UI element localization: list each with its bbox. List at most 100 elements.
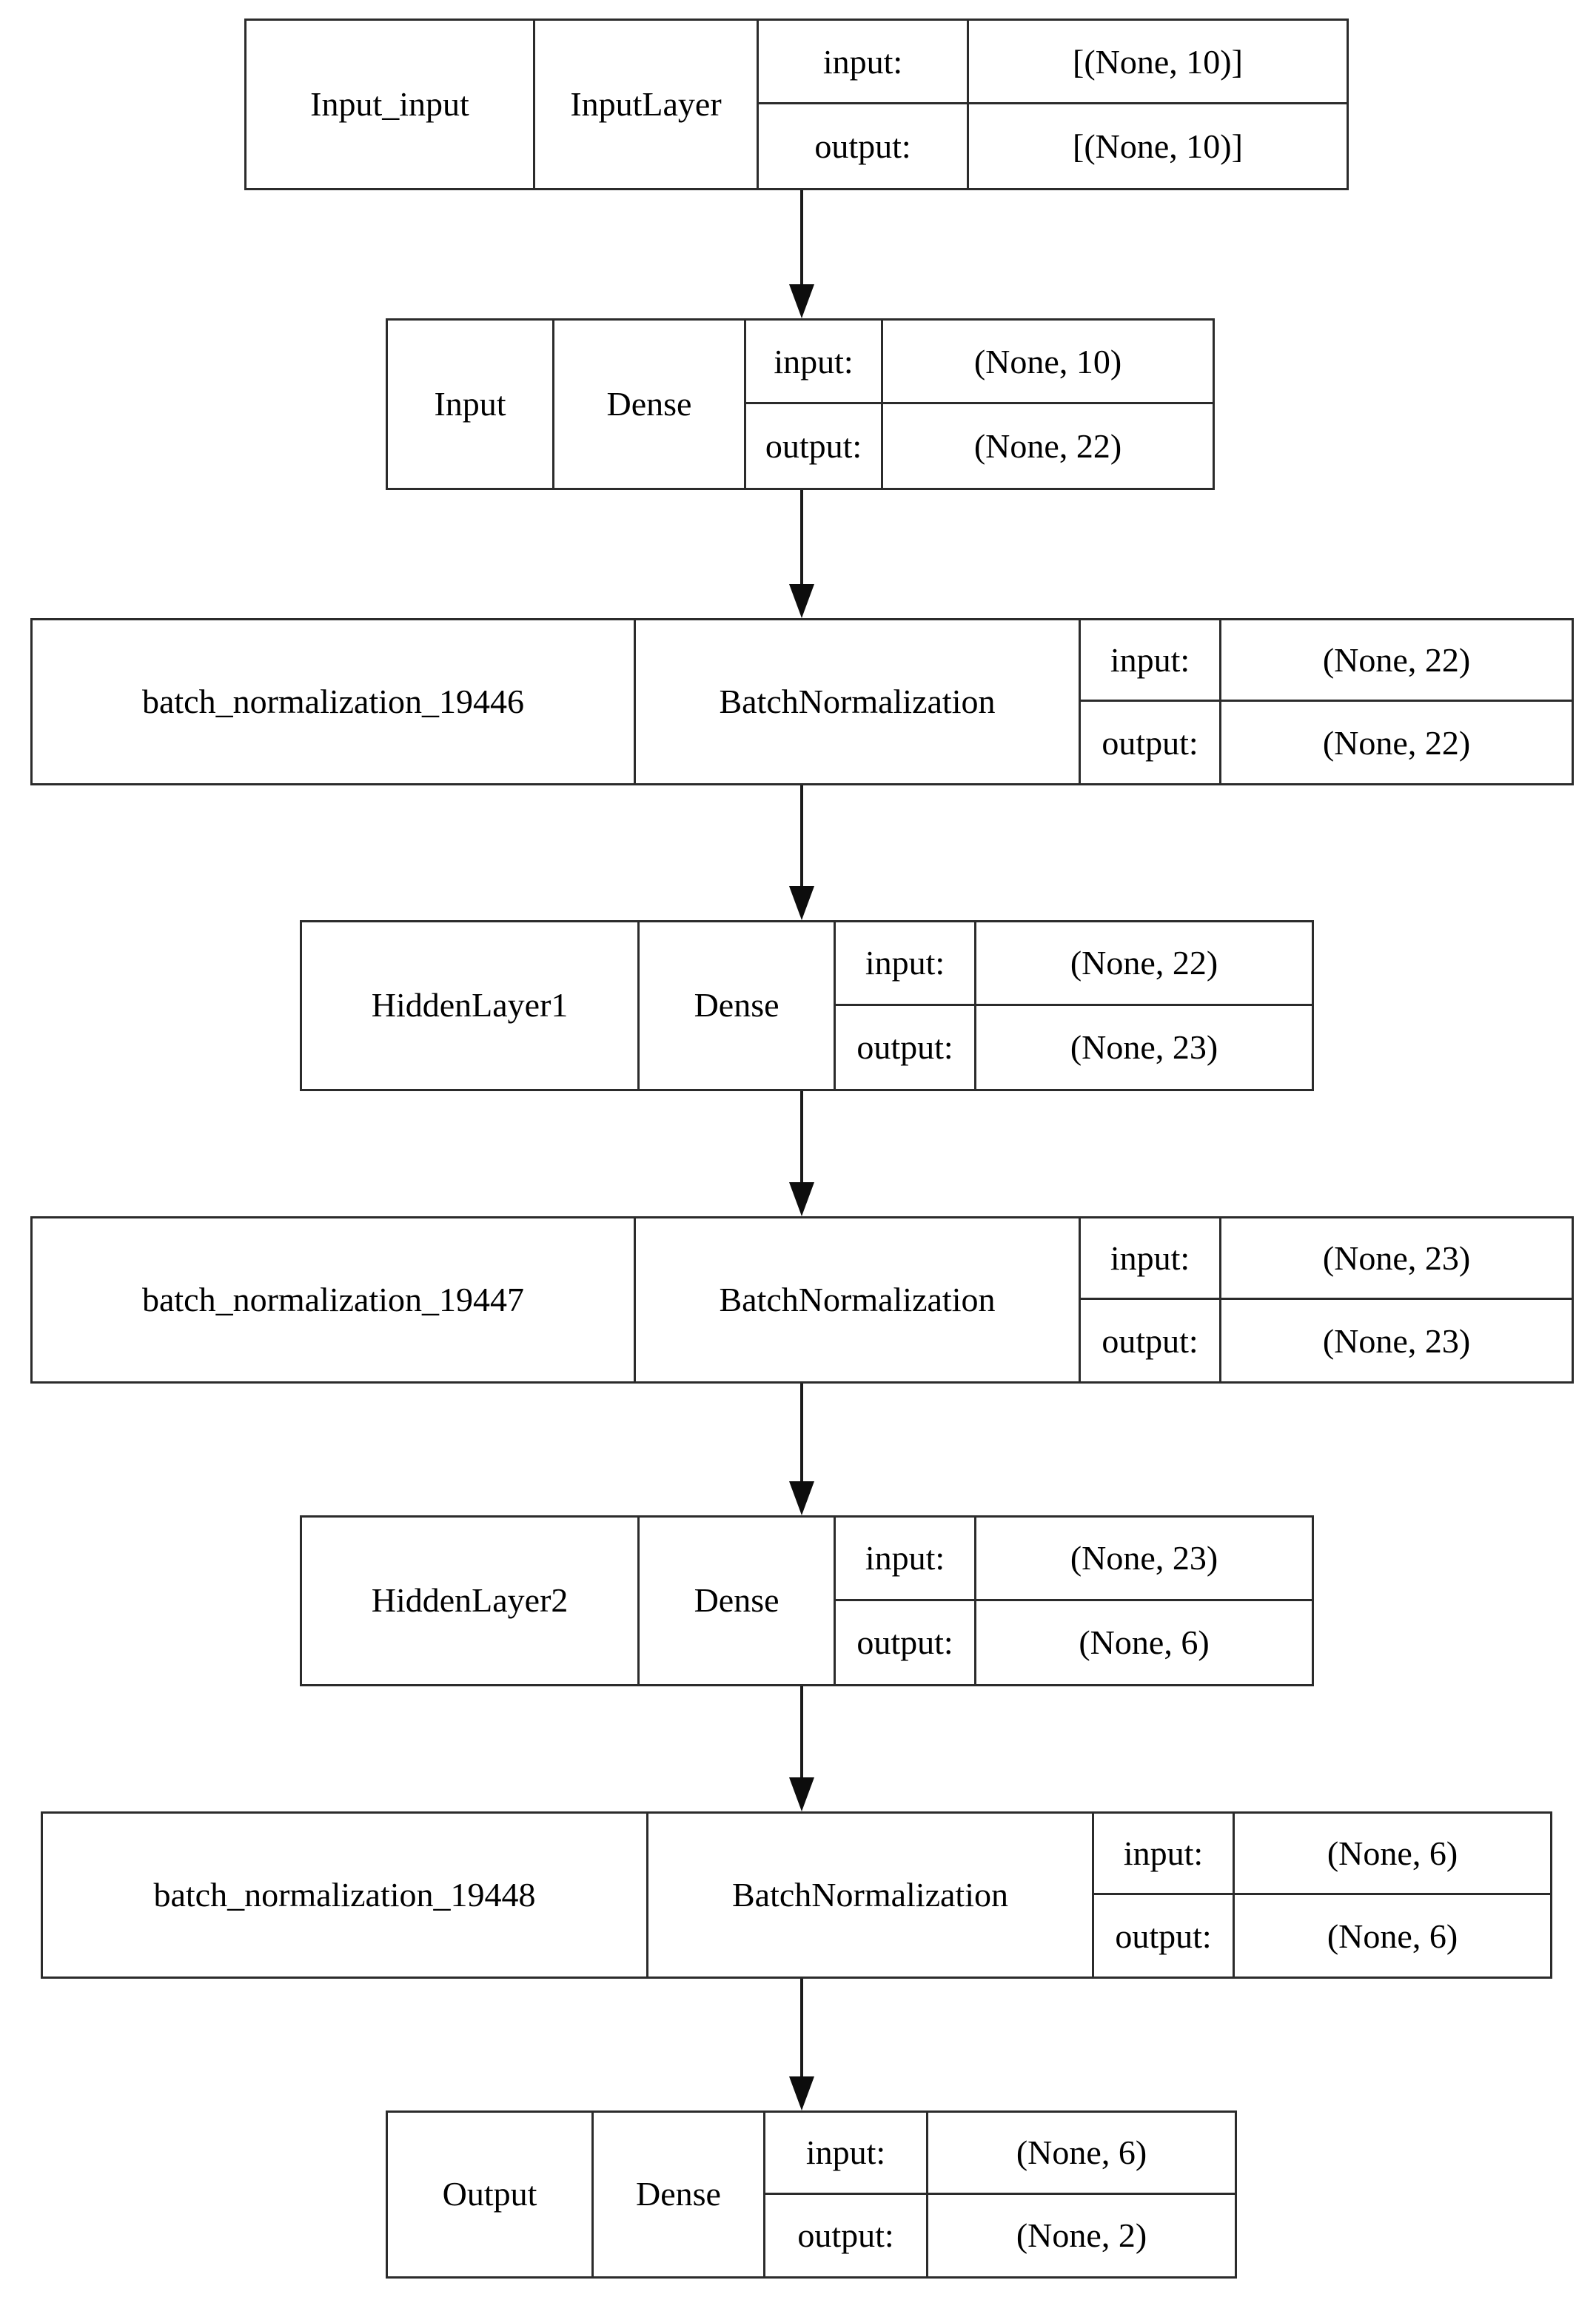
input-label: input:: [1081, 1218, 1221, 1298]
layer-name: batch_normalization_19448: [43, 1814, 648, 1977]
output-label: output:: [1094, 1895, 1235, 1977]
output-label: output:: [836, 1600, 976, 1684]
output-label: output:: [1081, 1300, 1221, 1381]
input-label: input:: [836, 1518, 976, 1599]
arrowhead-icon: [789, 284, 814, 318]
layer-node-hiddenlayer1[interactable]: HiddenLayer1 Dense input: (None, 22) out…: [300, 920, 1314, 1091]
layer-io-table: input: (None, 23) output: (None, 23): [1081, 1218, 1572, 1381]
layer-type: Dense: [594, 2113, 765, 2276]
layer-io-input-row: input: (None, 23): [1081, 1218, 1572, 1300]
layer-type: Dense: [554, 321, 746, 488]
layer-type: BatchNormalization: [636, 620, 1081, 783]
layer-name: batch_normalization_19447: [33, 1218, 636, 1381]
layer-name: Output: [388, 2113, 594, 2276]
edge-line: [800, 785, 803, 886]
layer-node-input-input[interactable]: Input_input InputLayer input: [(None, 10…: [244, 19, 1349, 190]
layer-io-input-row: input: (None, 6): [765, 2113, 1235, 2195]
output-shape-value: (None, 2): [1016, 2216, 1147, 2255]
output-shape-value: (None, 6): [1079, 1623, 1210, 1662]
layer-node-batch-normalization-19447[interactable]: batch_normalization_19447 BatchNormaliza…: [30, 1216, 1574, 1384]
input-shape-value: (None, 22): [1070, 944, 1218, 982]
output-label: output:: [765, 2194, 928, 2276]
arrowhead-icon: [789, 1182, 814, 1216]
input-shape-value: [(None, 10)]: [1073, 42, 1243, 81]
input-label: input:: [765, 2113, 928, 2193]
layer-io-output-row: output: (None, 2): [765, 2194, 1235, 2276]
layer-io-output-row: output: (None, 22): [1081, 702, 1572, 783]
output-label: output:: [1081, 702, 1221, 783]
layer-io-output-row: output: (None, 22): [746, 404, 1213, 488]
input-shape-value: (None, 6): [1327, 1834, 1458, 1872]
input-shape-value: (None, 6): [1016, 2133, 1147, 2172]
input-label: input:: [836, 922, 976, 1004]
layer-io-input-row: input: [(None, 10)]: [759, 21, 1347, 104]
input-label: input:: [1094, 1814, 1235, 1893]
layer-io-table: input: (None, 6) output: (None, 2): [765, 2113, 1235, 2276]
input-label: input:: [746, 321, 883, 402]
layer-io-output-row: output: (None, 6): [1094, 1895, 1550, 1977]
output-label: output:: [836, 1005, 976, 1089]
layer-name: Input_input: [247, 21, 535, 188]
layer-io-output-row: output: (None, 23): [836, 1005, 1312, 1089]
edge-batchnorm-19447-to-hiddenlayer2: [789, 1384, 814, 1515]
input-shape-value: (None, 23): [1322, 1239, 1471, 1277]
edge-line: [800, 1091, 803, 1182]
layer-io-table: input: (None, 6) output: (None, 6): [1094, 1814, 1550, 1977]
layer-node-input[interactable]: Input Dense input: (None, 10) output: (N…: [386, 318, 1215, 490]
layer-io-input-row: input: (None, 6): [1094, 1814, 1550, 1895]
layer-io-table: input: [(None, 10)] output: [(None, 10)]: [759, 21, 1347, 188]
layer-io-output-row: output: (None, 6): [836, 1600, 1312, 1684]
layer-io-output-row: output: (None, 23): [1081, 1300, 1572, 1381]
output-label: output:: [746, 404, 883, 488]
input-shape-value: (None, 23): [1070, 1539, 1218, 1578]
output-shape-value: (None, 23): [1322, 1321, 1471, 1360]
layer-io-table: input: (None, 22) output: (None, 23): [836, 922, 1312, 1089]
input-shape-value: (None, 22): [1322, 641, 1471, 679]
layer-io-output-row: output: [(None, 10)]: [759, 104, 1347, 188]
layer-name: batch_normalization_19446: [33, 620, 636, 783]
edge-line: [800, 490, 803, 584]
output-label: output:: [759, 104, 969, 188]
layer-node-batch-normalization-19448[interactable]: batch_normalization_19448 BatchNormaliza…: [41, 1811, 1552, 1979]
input-shape-value: (None, 10): [973, 342, 1122, 380]
edge-line: [800, 1979, 803, 2076]
edge-hiddenlayer2-to-batchnorm-19448: [789, 1686, 814, 1811]
input-label: input:: [759, 21, 969, 102]
layer-name: HiddenLayer2: [302, 1518, 640, 1684]
layer-type: Dense: [640, 922, 836, 1089]
edge-input-to-batchnorm-19446: [789, 490, 814, 618]
edge-batchnorm-19446-to-hiddenlayer1: [789, 785, 814, 920]
layer-node-output[interactable]: Output Dense input: (None, 6) output: (N…: [386, 2110, 1237, 2279]
arrowhead-icon: [789, 886, 814, 920]
edge-line: [800, 1384, 803, 1481]
layer-name: HiddenLayer1: [302, 922, 640, 1089]
output-shape-value: (None, 6): [1327, 1917, 1458, 1955]
layer-io-table: input: (None, 22) output: (None, 22): [1081, 620, 1572, 783]
output-shape-value: [(None, 10)]: [1073, 127, 1243, 165]
edge-line: [800, 1686, 803, 1777]
layer-type: BatchNormalization: [648, 1814, 1094, 1977]
output-shape-value: (None, 23): [1070, 1028, 1218, 1067]
layer-node-batch-normalization-19446[interactable]: batch_normalization_19446 BatchNormaliza…: [30, 618, 1574, 785]
output-shape-value: (None, 22): [973, 427, 1122, 465]
output-shape-value: (None, 22): [1322, 723, 1471, 762]
layer-io-input-row: input: (None, 10): [746, 321, 1213, 404]
arrowhead-icon: [789, 1481, 814, 1515]
layer-io-input-row: input: (None, 23): [836, 1518, 1312, 1601]
edge-hiddenlayer1-to-batchnorm-19447: [789, 1091, 814, 1216]
arrowhead-icon: [789, 1777, 814, 1811]
layer-io-input-row: input: (None, 22): [1081, 620, 1572, 702]
arrowhead-icon: [789, 2076, 814, 2110]
layer-io-input-row: input: (None, 22): [836, 922, 1312, 1006]
input-label: input:: [1081, 620, 1221, 700]
layer-node-hiddenlayer2[interactable]: HiddenLayer2 Dense input: (None, 23) out…: [300, 1515, 1314, 1686]
arrowhead-icon: [789, 584, 814, 618]
layer-type: Dense: [640, 1518, 836, 1684]
edge-batchnorm-19448-to-output: [789, 1979, 814, 2110]
edge-line: [800, 190, 803, 284]
layer-io-table: input: (None, 10) output: (None, 22): [746, 321, 1213, 488]
layer-name: Input: [388, 321, 554, 488]
layer-io-table: input: (None, 23) output: (None, 6): [836, 1518, 1312, 1684]
edge-input-input-to-input: [789, 190, 814, 318]
